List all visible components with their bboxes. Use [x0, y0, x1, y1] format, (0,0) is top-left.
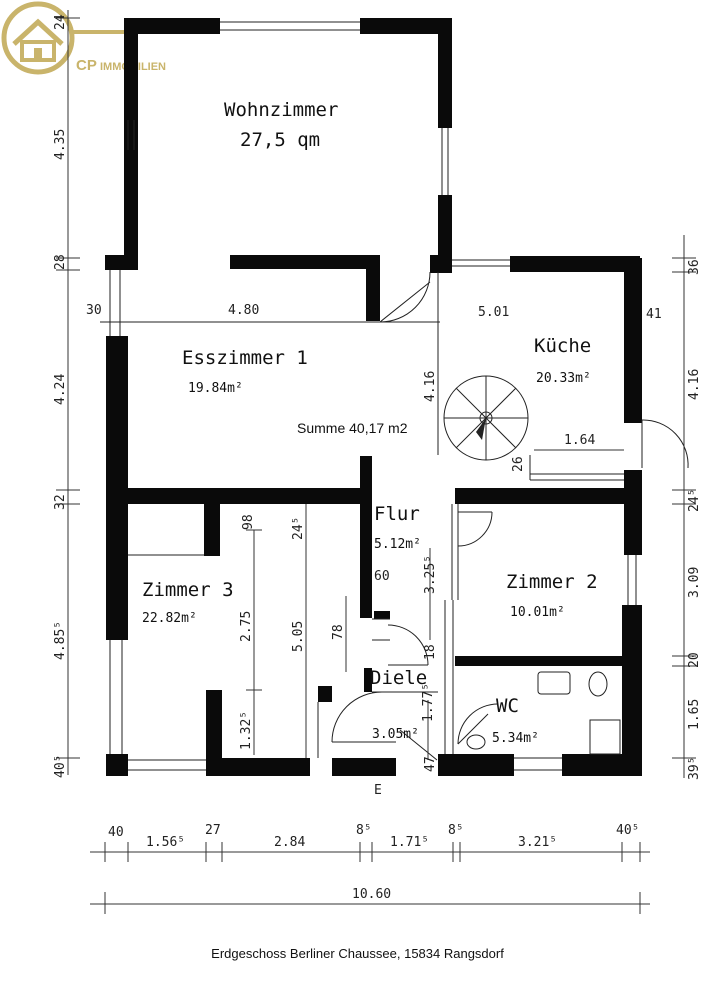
- room-flur-name: Flur: [374, 503, 420, 525]
- dim-bottom-3215: 3.21⁵: [518, 835, 557, 850]
- dim-left-405: 40⁵: [53, 755, 68, 778]
- dim-78: 78: [331, 624, 346, 640]
- logo-brand-bold: CP: [76, 57, 97, 74]
- door-diele: [387, 624, 429, 666]
- dim-left-32: 32: [53, 494, 68, 510]
- dim-18: 18: [423, 644, 438, 660]
- dim-bottom-1715: 1.71⁵: [390, 835, 429, 850]
- dim-right-165: 1.65: [687, 699, 702, 730]
- room-wc-area: 5.34m²: [492, 731, 539, 746]
- house-icon: [12, 18, 64, 62]
- door-front: [399, 729, 438, 761]
- room-zimmer3-name: Zimmer 3: [142, 579, 234, 601]
- area-sum-note: Summe 40,17 m2: [297, 420, 408, 436]
- dim-right-309: 3.09: [687, 567, 702, 598]
- room-zimmer3-area: 22.82m²: [142, 611, 197, 626]
- sink-icon: [537, 671, 571, 695]
- room-kueche-name: Küche: [534, 335, 591, 357]
- dim-26: 26: [511, 456, 526, 472]
- room-esszimmer-name: Esszimmer 1: [182, 347, 308, 369]
- plan-caption: Erdgeschoss Berliner Chaussee, 15834 Ran…: [211, 946, 504, 961]
- door-esszimmer: [379, 271, 431, 323]
- room-wohnzimmer-area: 27,5 qm: [240, 129, 320, 151]
- dim-left-24: 24: [53, 14, 68, 30]
- room-diele-name: Diele: [370, 667, 427, 689]
- dim-bottom-405: 40⁵: [616, 823, 639, 838]
- bottom-dimension-labels: 40 1.56⁵ 27 2.84 8⁵ 1.71⁵ 8⁵ 3.21⁵ 40⁵ 1…: [108, 783, 639, 902]
- room-diele-area: 3.05m²: [372, 727, 419, 742]
- dim-30: 30: [86, 303, 102, 318]
- room-zimmer2-name: Zimmer 2: [506, 571, 598, 593]
- dim-60: 60: [374, 569, 390, 584]
- dim-245-inner: 24⁵: [291, 517, 306, 540]
- dim-275: 2.75: [239, 611, 254, 642]
- dim-bottom-85b: 8⁵: [448, 823, 464, 838]
- door-kueche: [641, 419, 689, 469]
- room-labels: Wohnzimmer 27,5 qm Esszimmer 1 19.84m² K…: [142, 99, 598, 746]
- room-wc-name: WC: [496, 695, 519, 717]
- dimension-lines: [56, 10, 696, 914]
- urinal-icon: [588, 671, 608, 697]
- wc-fixtures: [466, 671, 621, 755]
- dim-bottom-1565: 1.56⁵: [146, 835, 185, 850]
- walls: [105, 18, 642, 776]
- dim-right-416: 4.16: [687, 369, 702, 400]
- dim-right-41: 41: [646, 307, 662, 322]
- dim-bottom-40: 40: [108, 825, 124, 840]
- dim-total: 10.60: [352, 887, 391, 902]
- dim-left-424: 4.24: [53, 374, 68, 405]
- dim-right-395: 39⁵: [687, 757, 702, 780]
- dim-501: 5.01: [478, 305, 509, 320]
- dim-bottom-27: 27: [205, 823, 221, 838]
- room-kueche-area: 20.33m²: [536, 371, 591, 386]
- shower-icon: [589, 719, 621, 755]
- dim-left-485: 4.85⁵: [53, 621, 68, 660]
- dim-bottom-85a: 8⁵: [356, 823, 372, 838]
- right-dimension-labels: 36 41 4.16 24⁵ 3.09 20 1.65 39⁵: [646, 259, 702, 780]
- dim-47: 47: [423, 756, 438, 772]
- company-logo: CP IMMOBILIEN: [1, 1, 178, 75]
- room-zimmer2-area: 10.01m²: [510, 605, 565, 620]
- dim-480: 4.80: [228, 303, 259, 318]
- room-wohnzimmer-name: Wohnzimmer: [224, 99, 338, 121]
- door-zimmer2: [457, 511, 493, 547]
- door-wc: [457, 703, 499, 745]
- door-entrance: [331, 691, 383, 743]
- spiral-staircase: [443, 375, 529, 461]
- room-esszimmer-area: 19.84m²: [188, 381, 243, 396]
- inner-dimension-labels: 30 4.80 5.01 4.16 1.64 26 98 24⁵ 2.75 5.…: [86, 303, 595, 772]
- dim-416-inner: 4.16: [423, 371, 438, 402]
- dim-1325: 1.32⁵: [239, 711, 254, 750]
- doors: [331, 271, 689, 761]
- dim-164: 1.64: [564, 433, 595, 448]
- entrance-marker: E: [374, 783, 382, 798]
- toilet-icon: [466, 734, 486, 750]
- dim-right-20: 20: [687, 652, 702, 668]
- dim-left-435: 4.35: [53, 129, 68, 160]
- dim-right-36: 36: [687, 259, 702, 275]
- dim-1775: 1.77⁵: [421, 683, 436, 722]
- dim-3255: 3.25⁵: [423, 555, 438, 594]
- dim-bottom-284: 2.84: [274, 835, 305, 850]
- dim-505: 5.05: [291, 621, 306, 652]
- dim-98: 98: [241, 514, 256, 530]
- dim-right-245: 24⁵: [687, 489, 702, 512]
- logo-ring: [1, 1, 75, 75]
- left-dimension-labels: 24 4.35 28 4.24 32 4.85⁵ 40⁵: [53, 14, 68, 778]
- room-flur-area: 5.12m²: [374, 537, 421, 552]
- dim-left-28: 28: [53, 254, 68, 270]
